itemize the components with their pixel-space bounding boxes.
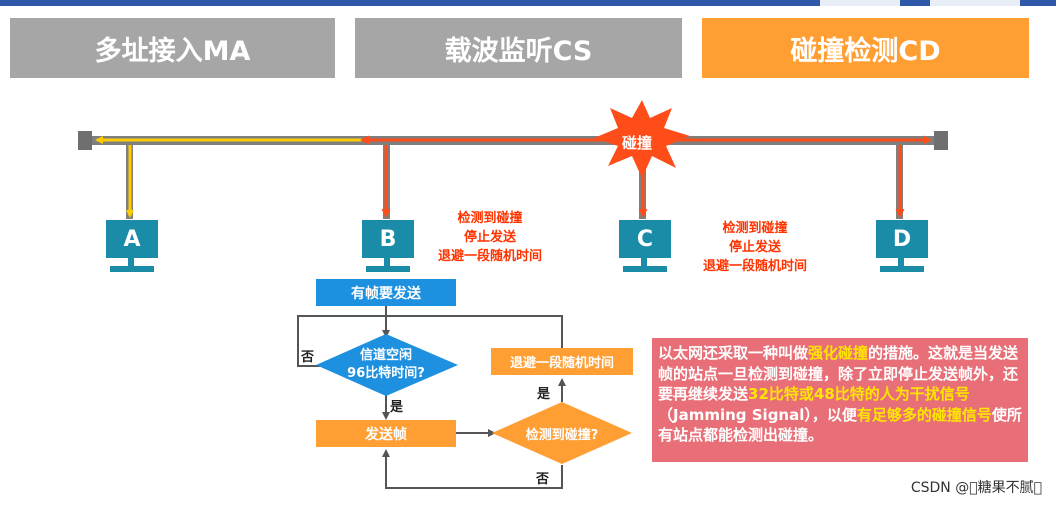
station-b: B <box>360 220 416 280</box>
info-seg-6: 有足够多的碰撞信号 <box>856 405 992 424</box>
decision-channel-idle <box>316 334 458 396</box>
flow-send: 发送帧 <box>316 420 456 447</box>
flow-decision-2-text: 检测到碰撞? <box>525 427 599 443</box>
station-a: A <box>104 220 160 280</box>
label-no-1: 否 <box>301 350 315 365</box>
flow-backoff: 退避一段随机时间 <box>491 348 633 375</box>
top-strip <box>0 0 1056 6</box>
header-carrier-sense: 载波监听CS <box>355 18 682 78</box>
label-no-2: 否 <box>536 472 550 487</box>
header-multiple-access: 多址接入MA <box>10 18 335 78</box>
label-yes-1: 是 <box>390 400 404 415</box>
decision-collision <box>492 402 632 464</box>
station-d: D <box>874 220 930 280</box>
flow-start: 有帧要发送 <box>316 279 456 306</box>
info-box: 以太网还采取一种叫做强化碰撞的措施。这就是当发送帧的站点一旦检测到碰撞，除了立即… <box>652 338 1028 462</box>
info-seg-2: 强化碰撞 <box>808 344 869 362</box>
station-d-label: D <box>876 220 928 258</box>
collision-label: 碰撞 <box>622 134 653 152</box>
station-a-label: A <box>106 220 158 258</box>
flow-no-loop <box>297 315 386 367</box>
station-c: C <box>617 220 673 280</box>
info-seg-3: 的措施。这就是当发送帧的站点一旦检测到碰撞，除了立即停止发送帧外，还要再继续发送 <box>658 344 1019 403</box>
header-collision-detect: 碰撞检测CD <box>702 18 1029 78</box>
bus-terminator-left <box>78 131 92 150</box>
station-c-label: C <box>619 220 671 258</box>
info-seg-7: 使所有站点都能检测出碰撞。 <box>658 405 1022 445</box>
bus-terminator-right <box>934 131 948 150</box>
flow-backoff-loop <box>386 315 563 348</box>
flow-d2-no <box>382 449 563 489</box>
collision-burst <box>594 100 690 178</box>
note-b: 检测到碰撞停止发送退避一段随机时间 <box>437 211 542 264</box>
station-b-label: B <box>362 220 414 258</box>
info-seg-1: 以太网还采取一种叫做 <box>658 344 809 362</box>
watermark: CSDN @ 糖果不腻  <box>910 480 1042 496</box>
info-seg-4: 32比特或48比特的人为干扰信号 <box>748 385 970 403</box>
note-c: 检测到碰撞停止发送退避一段随机时间 <box>702 221 807 274</box>
info-seg-5: （Jamming Signal），以便 <box>658 405 857 424</box>
label-yes-2: 是 <box>537 387 551 402</box>
